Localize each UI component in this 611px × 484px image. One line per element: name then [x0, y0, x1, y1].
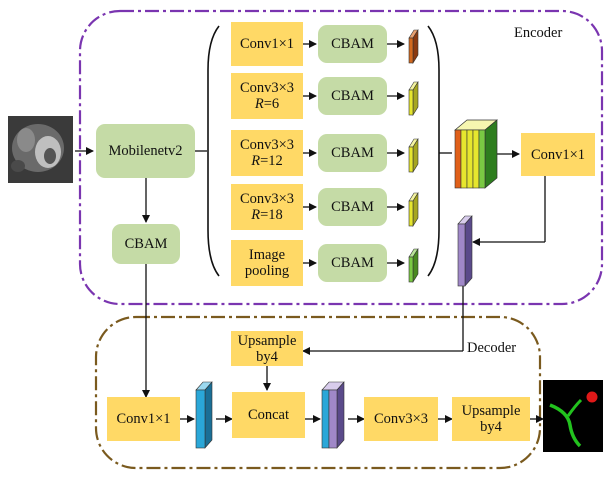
arrows — [75, 40, 546, 423]
branch-rate6-line1: Conv3×3 — [239, 80, 295, 96]
cbam-block-2: CBAM — [318, 77, 387, 115]
cbam-side-block: CBAM — [112, 224, 180, 264]
feature-map-pooling — [408, 247, 419, 284]
branch-rate6: Conv3×3 R=6 — [231, 73, 303, 119]
input-image — [8, 116, 73, 183]
encoder-border — [78, 9, 604, 306]
feature-map-rate18 — [408, 191, 419, 228]
cbam-block-5: CBAM — [318, 244, 387, 282]
branch-rate12-line1: Conv3×3 — [239, 137, 295, 153]
branch-pooling-line2: pooling — [244, 263, 290, 279]
branch-rate6-value: =6 — [263, 96, 280, 112]
decoder-label: Decoder — [467, 340, 517, 356]
decoder-border — [94, 315, 542, 470]
branch-rate18-r: R — [251, 207, 261, 223]
concat-tensor — [321, 381, 345, 449]
branch-conv1x1-label: Conv1×1 — [239, 36, 295, 52]
cbam-block-4: CBAM — [318, 188, 387, 226]
cbam-block-3: CBAM — [318, 134, 387, 172]
branch-rate18: Conv3×3 R=18 — [231, 184, 303, 230]
branch-pooling-line1: Image — [248, 247, 286, 263]
decoder-conv1x1: Conv1×1 — [107, 397, 180, 441]
feature-map-rate12 — [408, 137, 419, 174]
feature-map-rate6 — [408, 80, 419, 117]
branch-rate18-value: =18 — [260, 207, 283, 223]
branch-image-pooling: Image pooling — [231, 240, 303, 286]
left-bracket — [207, 25, 220, 277]
encoder-output-tensor — [457, 215, 473, 287]
branch-rate18-line1: Conv3×3 — [239, 191, 295, 207]
branch-rate12-r: R — [251, 153, 261, 169]
feature-map-conv1x1 — [408, 28, 419, 65]
decoder-conv3x3: Conv3×3 — [364, 397, 438, 441]
concatenated-feature-block — [454, 119, 498, 189]
branch-rate12: Conv3×3 R=12 — [231, 130, 303, 176]
right-bracket — [427, 25, 440, 277]
low-level-feature-tensor — [195, 381, 213, 449]
output-image — [543, 380, 603, 452]
fuse-conv1x1: Conv1×1 — [521, 133, 595, 176]
cbam-block-1: CBAM — [318, 25, 387, 63]
mobilenetv2-block: Mobilenetv2 — [96, 124, 195, 178]
upsample-top: Upsample by4 — [231, 331, 303, 366]
concat-block: Concat — [232, 392, 305, 438]
encoder-label: Encoder — [514, 25, 563, 41]
upsample-output: Upsample by4 — [452, 397, 530, 441]
branch-rate6-r: R — [254, 96, 264, 112]
branch-rate12-value: =12 — [260, 153, 283, 169]
branch-conv1x1: Conv1×1 — [231, 22, 303, 66]
